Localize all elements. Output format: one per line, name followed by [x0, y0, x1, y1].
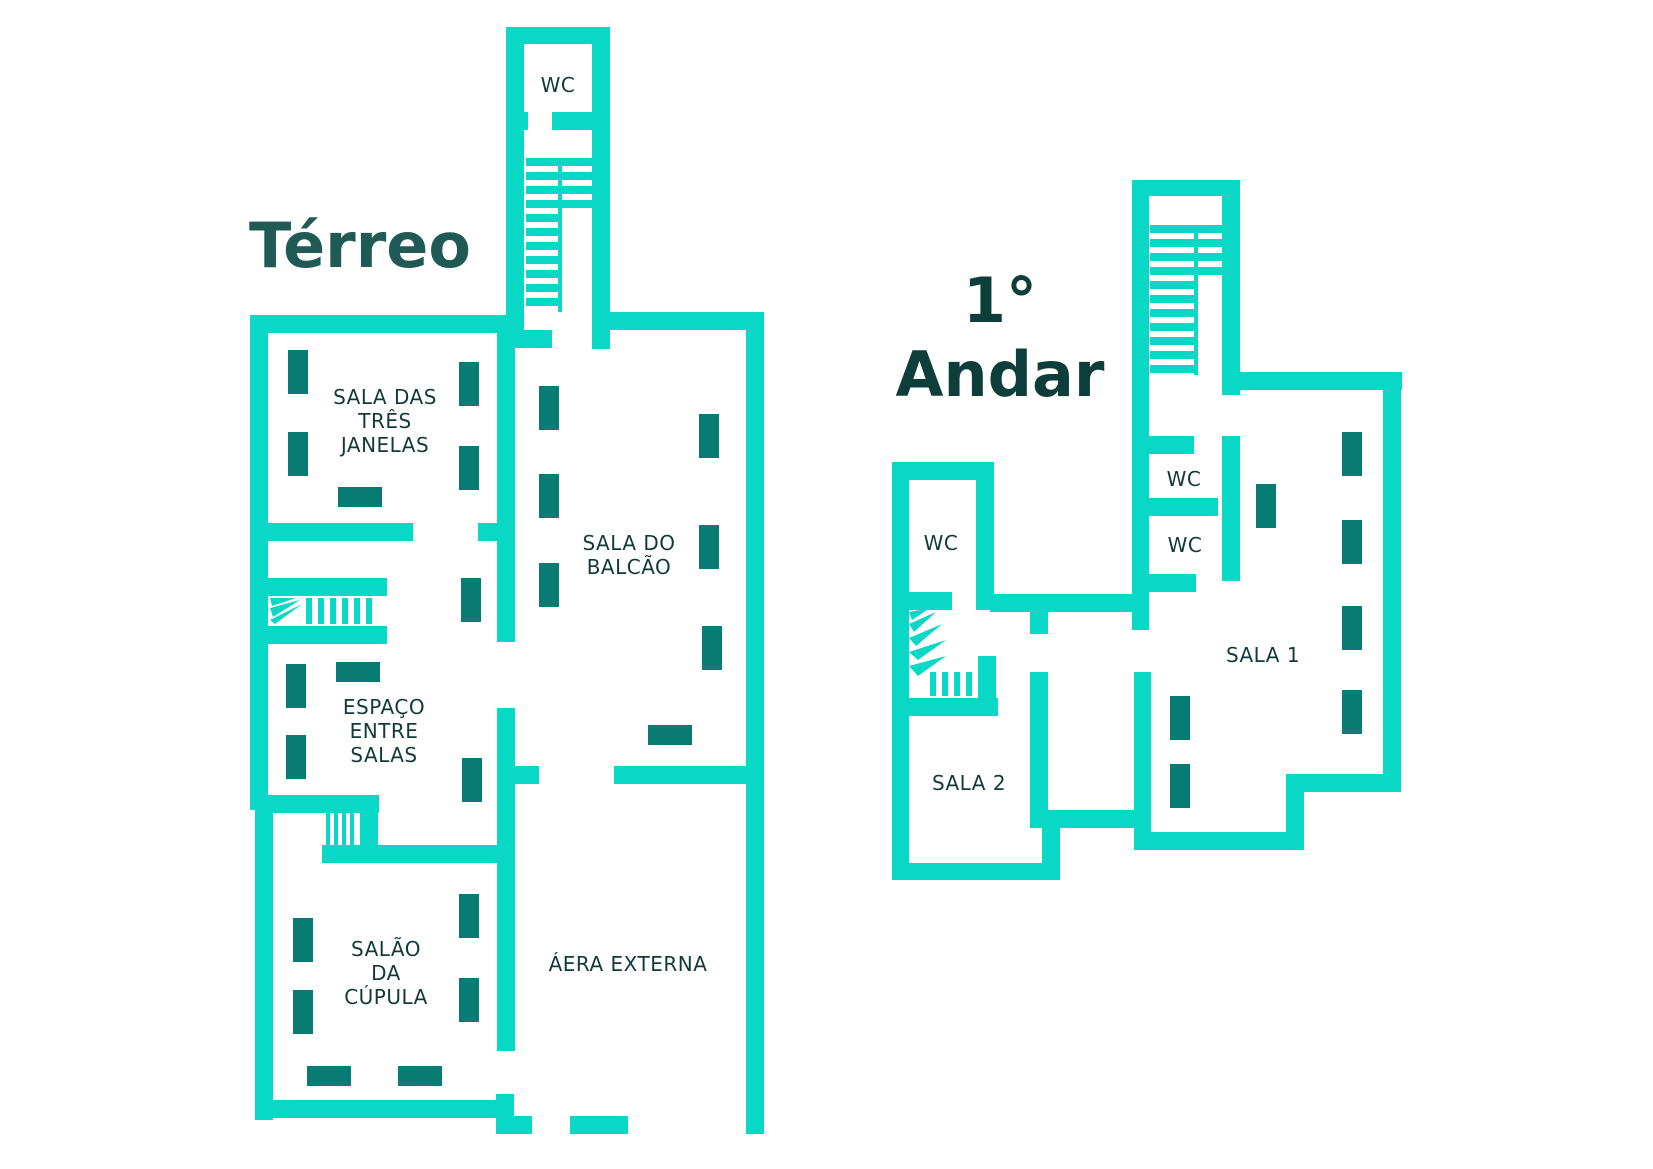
- cupula-entry-steps: [326, 812, 354, 846]
- sala-tres-janelas-label-l1: SALA DAS: [333, 385, 437, 409]
- first-floor-title-word: Andar: [896, 338, 1105, 411]
- first-floor-walls: [892, 180, 1402, 880]
- sala-2-label: SALA 2: [932, 771, 1006, 795]
- salao-cupula-label-l3: CÚPULA: [344, 985, 428, 1009]
- first-floor-wc-left-label: WC: [924, 531, 959, 555]
- ground-floor-stairs: [270, 158, 592, 846]
- area-externa-label: ÁERA EXTERNA: [549, 952, 708, 976]
- espaco-entre-salas-label-l1: ESPAÇO: [343, 695, 425, 719]
- sala-tres-janelas-label-l3: JANELAS: [339, 433, 429, 457]
- first-floor-wc-bottom-label: WC: [1168, 533, 1203, 557]
- tower-staircase: [526, 158, 592, 312]
- first-floor-wc-top-label: WC: [1167, 467, 1202, 491]
- sala-balcao-label-l1: SALA DO: [582, 531, 675, 555]
- ground-floor-plan: Térreo WC SALA DAS TRÊS JANELAS SALA DO …: [249, 27, 764, 1134]
- sala-tres-janelas-label-l2: TRÊS: [357, 409, 411, 433]
- ground-floor-walls: [250, 27, 764, 1134]
- first-floor-exhibits: [1170, 432, 1362, 808]
- first-floor-tower-staircase: [1150, 225, 1222, 375]
- ground-floor-exhibits: [286, 350, 722, 1086]
- ground-floor-title: Térreo: [249, 209, 471, 282]
- salao-cupula-label-l1: SALÃO: [351, 937, 421, 961]
- salao-cupula-label-l2: DA: [371, 961, 401, 985]
- first-floor-stairs: [909, 225, 1222, 696]
- first-floor-title-number: 1°: [963, 264, 1037, 337]
- sala-balcao-label-l2: BALCÃO: [587, 555, 672, 579]
- espaco-entre-salas-label-l3: SALAS: [350, 743, 417, 767]
- espaco-entre-salas-label-l2: ENTRE: [350, 719, 419, 743]
- ground-spiral-staircase: [270, 598, 372, 624]
- first-floor-spiral-staircase: [909, 608, 972, 696]
- first-floor-plan: 1° Andar WC WC WC SALA 1 SALA 2: [892, 180, 1402, 880]
- sala-1-label: SALA 1: [1226, 643, 1300, 667]
- ground-wc-label: WC: [541, 73, 576, 97]
